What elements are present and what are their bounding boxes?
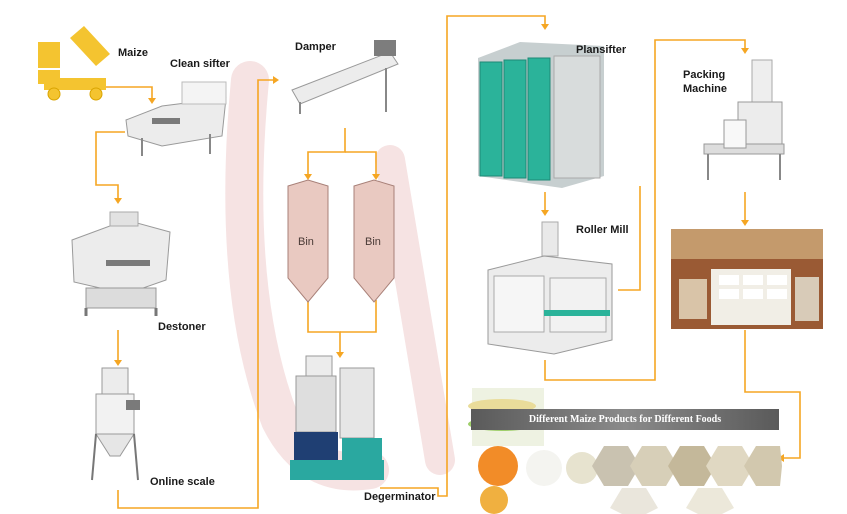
online-scale-machine-icon: [91, 367, 140, 481]
label-maize: Maize: [118, 47, 148, 59]
packing-machine-icon: [703, 59, 785, 180]
label-roller-mill: Roller Mill: [576, 224, 629, 236]
products-banner: Different Maize Products for Different F…: [471, 409, 779, 430]
label-bin-right: Bin: [365, 236, 381, 248]
warehouse-photo: [671, 229, 823, 329]
bins-icon: [287, 179, 395, 303]
label-online-scale: Online scale: [150, 476, 215, 488]
maize-products-collage: [468, 388, 782, 514]
plansifter-machine-icon: [478, 42, 604, 188]
label-clean-sifter: Clean sifter: [170, 58, 230, 70]
degerminator-machine-icon: [290, 355, 384, 480]
damper-machine-icon: [291, 40, 399, 114]
label-packing-line2: Machine: [683, 83, 728, 95]
label-bin-left: Bin: [298, 236, 314, 248]
label-damper: Damper: [295, 41, 336, 53]
label-plansifter: Plansifter: [576, 44, 627, 56]
label-destoner: Destoner: [158, 321, 206, 333]
clean-sifter-machine-icon: [125, 81, 227, 156]
roller-mill-machine-icon: [487, 221, 613, 355]
destoner-machine-icon: [71, 211, 171, 316]
label-degerminator: Degerminator: [364, 491, 436, 503]
maize-truck-icon: [38, 26, 110, 101]
label-packing-line1: Packing: [683, 69, 726, 81]
